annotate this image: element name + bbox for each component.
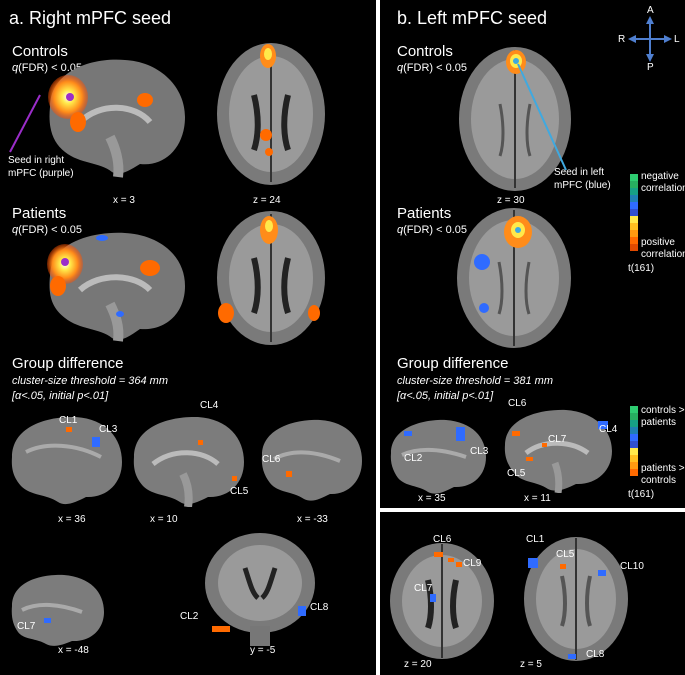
- legend-stat-2: t(161): [628, 489, 655, 500]
- coronal-brain-y-5: [205, 533, 315, 646]
- cluster-label: CL8: [310, 602, 329, 613]
- cluster-label: CL5: [230, 486, 249, 497]
- cluster-label: CL4: [599, 424, 618, 435]
- cluster-label: CL8: [586, 649, 605, 660]
- panel-left-mpfc: b. Left mPFC seed A P R L Controls q(FDR…: [380, 0, 685, 675]
- legend-negative: negative: [641, 171, 679, 182]
- cluster-label: CL2: [180, 611, 199, 622]
- coord-z30: z = 30: [497, 195, 525, 206]
- colorbar-correlation: [630, 174, 638, 251]
- controls-label-b: Controls: [397, 43, 453, 60]
- seed-pointer-left: [517, 63, 567, 171]
- controls-threshold: q(FDR) < 0.05: [12, 62, 83, 74]
- alpha-note-b: [α<.05, initial p<.01]: [397, 390, 494, 402]
- legend-controls-gt: controls >: [641, 405, 685, 416]
- coord-y-5-a: y = -5: [250, 645, 276, 656]
- legend-positive-correlation: correlation: [641, 249, 685, 260]
- cluster-label: CL6: [508, 398, 527, 409]
- legend-patients: patients: [641, 417, 677, 428]
- coord-x-33-a: x = -33: [297, 514, 328, 525]
- legend-positive: positive: [641, 237, 675, 248]
- cluster-label: CL6: [262, 454, 281, 465]
- cluster-label: CL1: [526, 534, 545, 545]
- axial-brain-z20: [390, 543, 494, 659]
- coord-x3: x = 3: [113, 195, 135, 206]
- patients-threshold: q(FDR) < 0.05: [12, 224, 83, 236]
- cluster-label: CL3: [470, 446, 489, 457]
- coord-z5-b: z = 5: [520, 659, 542, 670]
- coord-x-48-a: x = -48: [58, 645, 89, 656]
- panel-separator: [380, 508, 685, 512]
- cluster-threshold-a: cluster-size threshold = 364 mm: [12, 375, 169, 387]
- seed-note-right-2: mPFC (purple): [8, 168, 74, 179]
- sagittal-brain-x11: [504, 409, 612, 493]
- sagittal-brain-x10: [133, 416, 244, 507]
- group-difference-label-b: Group difference: [397, 355, 509, 372]
- seed-pointer-right: [9, 94, 41, 153]
- orient-a: A: [647, 5, 654, 16]
- axial-brain-controls-b: [459, 47, 571, 191]
- orient-p: P: [647, 62, 654, 73]
- axial-brain-z5: [524, 537, 628, 661]
- seed-note-right-1: Seed in right: [8, 155, 65, 166]
- sagittal-brain-patients: [47, 232, 185, 342]
- cluster-label: CL10: [620, 561, 644, 572]
- legend-stat-1: t(161): [628, 263, 655, 274]
- sagittal-brain-x-33: [261, 419, 362, 501]
- cluster-label: CL7: [414, 583, 433, 594]
- seed-note-left-2: mPFC (blue): [554, 180, 611, 191]
- panel-right-mpfc: a. Right mPFC seed Controls q(FDR) < 0.0…: [0, 0, 376, 675]
- cluster-label: CL5: [556, 549, 575, 560]
- orient-l: L: [674, 34, 680, 45]
- axial-brain-controls: [217, 43, 325, 185]
- cluster-label: CL3: [99, 424, 118, 435]
- axial-brain-patients: [217, 211, 325, 345]
- seed-note-left-1: Seed in left: [554, 167, 605, 178]
- legend-patients-gt: patients >: [641, 463, 685, 474]
- group-difference-label: Group difference: [12, 355, 124, 372]
- cluster-threshold-b: cluster-size threshold = 381 mm: [397, 375, 554, 387]
- orientation-compass-icon: [628, 16, 672, 62]
- cluster-label: CL7: [548, 434, 567, 445]
- controls-label: Controls: [12, 43, 68, 60]
- alpha-note-a: [α<.05, initial p<.01]: [12, 390, 109, 402]
- coord-z20-b: z = 20: [404, 659, 432, 670]
- panel-b-title: b. Left mPFC seed: [397, 8, 548, 28]
- orient-r: R: [618, 34, 626, 45]
- cluster-label: CL7: [17, 621, 36, 632]
- coord-z24: z = 24: [253, 195, 281, 206]
- controls-threshold-b: q(FDR) < 0.05: [397, 62, 468, 74]
- coord-x36-a: x = 36: [58, 514, 86, 525]
- coord-x35-b: x = 35: [418, 493, 446, 504]
- axial-brain-patients-b: [457, 208, 571, 348]
- coord-x10-a: x = 10: [150, 514, 178, 525]
- cluster-label: CL5: [507, 468, 526, 479]
- cluster-label: CL2: [404, 453, 423, 464]
- sagittal-brain-x35: [390, 419, 486, 494]
- legend-controls: controls: [641, 475, 677, 486]
- legend-negative-correlation: correlation: [641, 183, 685, 194]
- panel-a-title: a. Right mPFC seed: [9, 8, 172, 28]
- sagittal-brain-x36: [11, 416, 122, 505]
- patients-label-b: Patients: [397, 205, 452, 222]
- cluster-label: CL4: [200, 400, 219, 411]
- coord-x11-b: x = 11: [524, 493, 551, 504]
- cluster-label: CL6: [433, 534, 452, 545]
- patients-label: Patients: [12, 205, 67, 222]
- cluster-label: CL1: [59, 415, 78, 426]
- colorbar-group: [630, 406, 638, 476]
- cluster-label: CL9: [463, 558, 482, 569]
- sagittal-brain-controls: [48, 59, 185, 178]
- sagittal-brain-x-48: [11, 574, 104, 646]
- patients-threshold-b: q(FDR) < 0.05: [397, 224, 468, 236]
